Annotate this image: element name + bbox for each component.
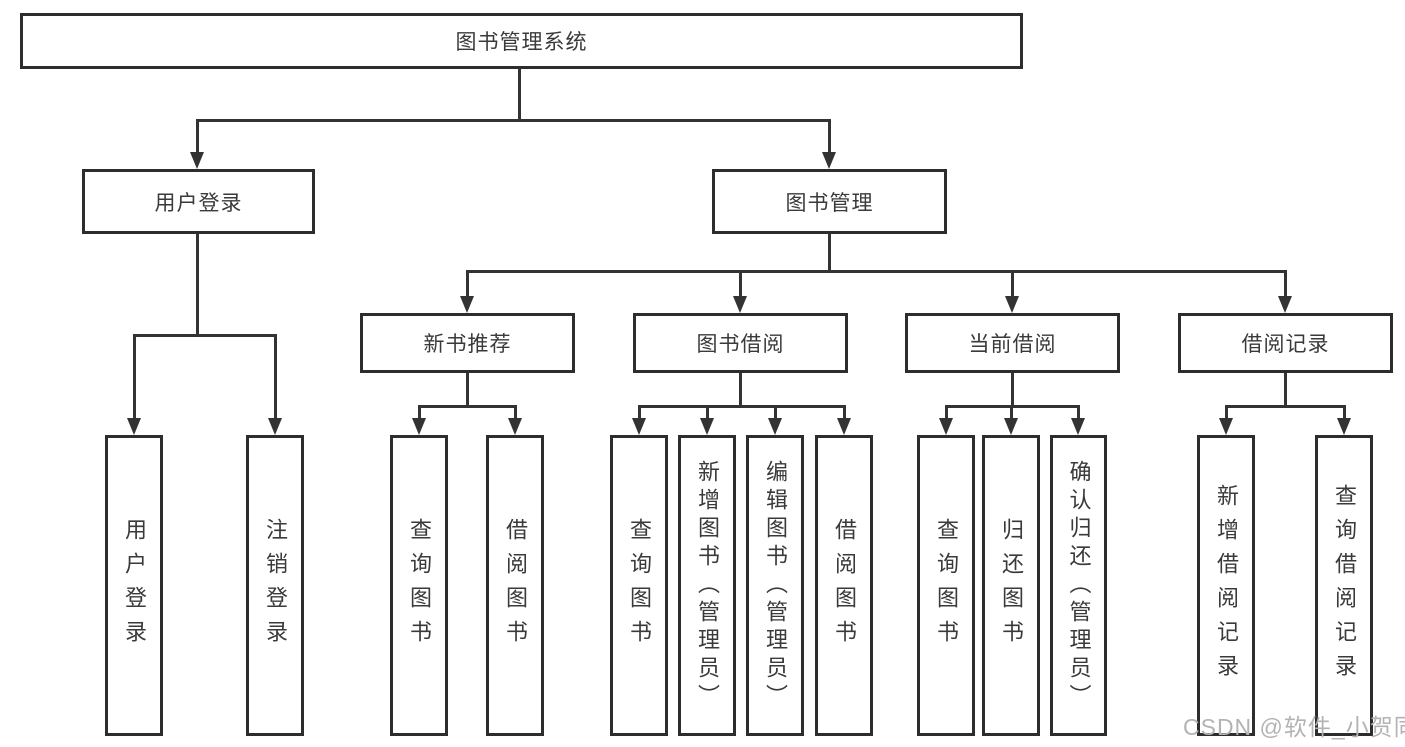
arrow-down-icon bbox=[632, 418, 646, 435]
leaf-add-borrow-record: 新增借阅记录 bbox=[1197, 435, 1255, 736]
arrow-down-icon bbox=[768, 418, 782, 435]
connector-book-management-stem bbox=[828, 234, 831, 272]
connector-book-borrowing-stem bbox=[739, 373, 742, 407]
arrow-down-icon bbox=[412, 418, 426, 435]
leaf-borrow-books-borrowing: 借阅图书 bbox=[815, 435, 873, 736]
node-new-book-recommendation-label: 新书推荐 bbox=[423, 333, 512, 356]
connector-shaft bbox=[1077, 405, 1080, 419]
connector-shaft-leaf-logout bbox=[274, 334, 277, 418]
connector-book-borrowing-crossbar bbox=[638, 405, 846, 408]
csdn-watermark: CSDN @软件_小贺同学 bbox=[1183, 714, 1405, 740]
connector-shaft bbox=[418, 405, 421, 419]
node-current-borrowing: 当前借阅 bbox=[905, 313, 1120, 373]
leaf-query-books-current-label: 查询图书 bbox=[934, 517, 959, 654]
connector-shaft-book-management bbox=[828, 119, 831, 154]
connector-book-management-crossbar bbox=[466, 270, 1287, 273]
leaf-add-books-admin: 新增图书（管理员） bbox=[678, 435, 736, 736]
leaf-edit-books-admin-label: 编辑图书（管理员） bbox=[763, 459, 788, 712]
leaf-query-borrow-record: 查询借阅记录 bbox=[1315, 435, 1373, 736]
connector-root-stem bbox=[518, 68, 521, 121]
arrow-down-icon bbox=[837, 418, 851, 435]
leaf-borrow-books-recommendation-label: 借阅图书 bbox=[503, 517, 528, 654]
connector-new-book-recommendation-crossbar bbox=[418, 405, 517, 408]
arrow-down-icon bbox=[939, 418, 953, 435]
arrow-down-icon bbox=[1278, 296, 1292, 313]
connector-shaft bbox=[638, 405, 641, 419]
leaf-return-books: 归还图书 bbox=[982, 435, 1040, 736]
leaf-query-books-recommendation: 查询图书 bbox=[390, 435, 448, 736]
arrow-down-icon bbox=[508, 418, 522, 435]
node-borrowing-records-label: 借阅记录 bbox=[1241, 333, 1330, 356]
connector-current-borrowing-stem bbox=[1011, 373, 1014, 407]
node-library-management-system: 图书管理系统 bbox=[20, 13, 1023, 69]
leaf-query-books-current: 查询图书 bbox=[917, 435, 975, 736]
leaf-query-books-borrowing-label: 查询图书 bbox=[627, 517, 652, 654]
leaf-edit-books-admin: 编辑图书（管理员） bbox=[746, 435, 804, 736]
arrow-down-icon bbox=[460, 296, 474, 313]
connector-shaft bbox=[843, 405, 846, 419]
arrow-down-icon bbox=[127, 418, 141, 435]
node-book-management-label: 图书管理 bbox=[785, 191, 874, 215]
connector-shaft bbox=[1010, 405, 1013, 419]
node-library-management-system-label: 图书管理系统 bbox=[455, 31, 588, 54]
connector-shaft bbox=[1225, 405, 1228, 419]
leaf-borrow-books-borrowing-label: 借阅图书 bbox=[832, 517, 857, 654]
leaf-add-books-admin-label: 新增图书（管理员） bbox=[695, 459, 720, 712]
connector-user-login-stem bbox=[196, 234, 199, 336]
connector-new-book-recommendation-stem bbox=[466, 373, 469, 407]
leaf-query-books-recommendation-label: 查询图书 bbox=[407, 517, 432, 654]
connector-shaft bbox=[706, 405, 709, 419]
connector-shaft-user-login bbox=[196, 119, 199, 154]
connector-shaft bbox=[514, 405, 517, 419]
leaf-query-borrow-record-label: 查询借阅记录 bbox=[1332, 483, 1357, 688]
connector-shaft bbox=[945, 405, 948, 419]
node-book-borrowing-label: 图书借阅 bbox=[696, 333, 785, 356]
arrow-down-icon bbox=[822, 152, 836, 169]
arrow-down-icon bbox=[190, 152, 204, 169]
leaf-return-books-label: 归还图书 bbox=[999, 517, 1024, 654]
arrow-down-icon bbox=[1219, 418, 1233, 435]
connector-shaft-current-borrowing bbox=[1011, 270, 1014, 297]
connector-borrowing-records-stem bbox=[1284, 373, 1287, 407]
connector-shaft bbox=[774, 405, 777, 419]
connector-shaft-book-borrowing bbox=[739, 270, 742, 297]
arrow-down-icon bbox=[268, 418, 282, 435]
leaf-borrow-books-recommendation: 借阅图书 bbox=[486, 435, 544, 736]
arrow-down-icon bbox=[1337, 418, 1351, 435]
node-new-book-recommendation: 新书推荐 bbox=[360, 313, 575, 373]
node-current-borrowing-label: 当前借阅 bbox=[968, 333, 1057, 356]
connector-shaft bbox=[1343, 405, 1346, 419]
node-book-borrowing: 图书借阅 bbox=[633, 313, 848, 373]
connector-shaft-new-book-recommendation bbox=[466, 270, 469, 297]
leaf-logout-login-label: 注销登录 bbox=[263, 517, 288, 654]
node-user-login: 用户登录 bbox=[82, 169, 315, 234]
arrow-down-icon bbox=[1004, 418, 1018, 435]
leaf-confirm-return-admin-label: 确认归还（管理员） bbox=[1066, 459, 1092, 712]
node-book-management: 图书管理 bbox=[712, 169, 947, 234]
connector-borrowing-records-crossbar bbox=[1225, 405, 1346, 408]
leaf-logout-login: 注销登录 bbox=[246, 435, 304, 736]
node-user-login-label: 用户登录 bbox=[154, 191, 243, 215]
connector-root-crossbar bbox=[196, 119, 831, 122]
arrow-down-icon bbox=[1071, 418, 1085, 435]
arrow-down-icon bbox=[1005, 296, 1019, 313]
leaf-query-books-borrowing: 查询图书 bbox=[610, 435, 668, 736]
connector-shaft-leaf-user-login bbox=[133, 334, 136, 418]
arrow-down-icon bbox=[700, 418, 714, 435]
arrow-down-icon bbox=[733, 296, 747, 313]
node-borrowing-records: 借阅记录 bbox=[1178, 313, 1393, 373]
connector-user-login-crossbar bbox=[133, 334, 277, 337]
leaf-user-login-label: 用户登录 bbox=[122, 517, 147, 654]
leaf-add-borrow-record-label: 新增借阅记录 bbox=[1214, 483, 1239, 688]
connector-shaft-borrowing-records bbox=[1284, 270, 1287, 297]
leaf-user-login: 用户登录 bbox=[105, 435, 163, 736]
leaf-confirm-return-admin: 确认归还（管理员） bbox=[1050, 435, 1107, 736]
